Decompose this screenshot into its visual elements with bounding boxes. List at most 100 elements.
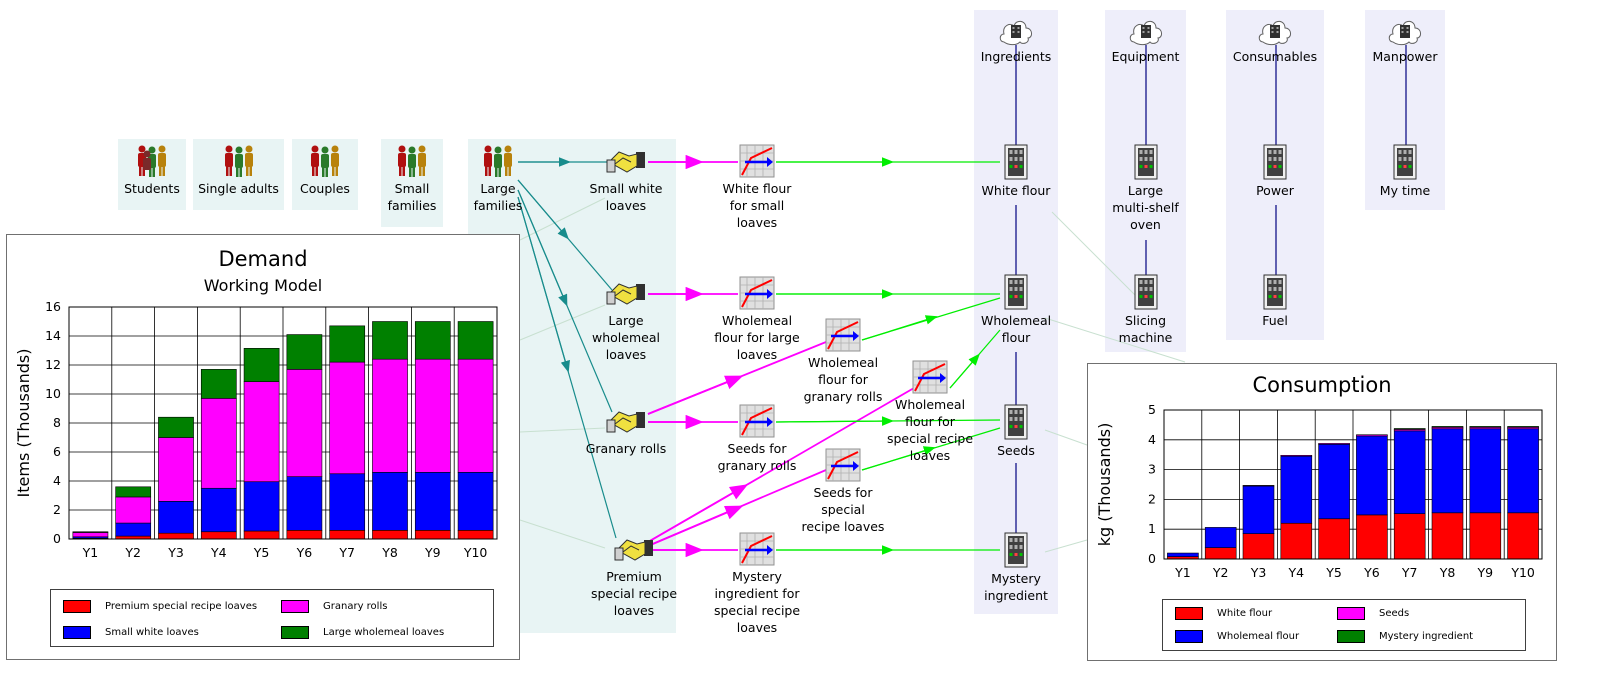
bar-segment (1507, 426, 1539, 428)
recipe-graph-icon (739, 276, 775, 310)
legend-swatch (1175, 630, 1203, 643)
people-group-icon (224, 145, 253, 177)
x-tick-label: Y9 (1477, 565, 1494, 580)
x-tick-label: Y3 (1250, 565, 1267, 580)
product-premium-special-recipe-loaves[interactable]: Premium special recipe loaves (580, 532, 688, 619)
legend-swatch (1337, 607, 1365, 620)
people-group-icon (138, 145, 166, 177)
bar-segment (1393, 428, 1426, 430)
plot-frame (68, 306, 498, 540)
resource-mystery-ingredient[interactable]: Mystery ingredient (974, 532, 1058, 604)
recipe-label: Seeds for granary rolls (717, 441, 797, 473)
bar-segment (200, 398, 237, 489)
x-tick-label: Y9 (424, 545, 441, 560)
segment-couples[interactable]: Couples (292, 144, 358, 197)
bar-segment (158, 416, 194, 438)
group-ingredients[interactable]: Ingredients (974, 16, 1058, 65)
bar-segment (329, 325, 366, 363)
resource-label: Large multi-shelf oven (1112, 183, 1179, 232)
resource-slicing-machine[interactable]: Slicing machine (1105, 274, 1186, 346)
product-granary-rolls[interactable]: Granary rolls (580, 404, 672, 457)
group-equipment[interactable]: Equipment (1105, 16, 1186, 65)
demand-links (517, 157, 617, 539)
x-tick-label: Y4 (1288, 565, 1305, 580)
resource-white-flour[interactable]: White flour (974, 144, 1058, 199)
y-axis-label: Items (Thousands) (14, 349, 33, 498)
resource-cabinet-icon (1004, 404, 1028, 440)
handshake-icon (614, 539, 653, 561)
segment-large-families[interactable]: Large families (468, 144, 528, 214)
legend-item: Small white loaves (63, 626, 199, 639)
legend-item: Mystery ingredient (1337, 630, 1473, 643)
resource-seeds[interactable]: Seeds (974, 404, 1058, 459)
resource-power[interactable]: Power (1226, 144, 1324, 199)
y-tick-label: 4 (1148, 432, 1156, 447)
recipe-seeds-granary-rolls[interactable]: Seeds for granary rolls (710, 404, 804, 474)
resource-large-multi-shelf-oven[interactable]: Large multi-shelf oven (1105, 144, 1186, 233)
bar-segment (1393, 513, 1426, 560)
y-tick-label: 3 (1148, 462, 1156, 477)
bar-segment (457, 530, 494, 540)
x-tick-label: Y2 (124, 545, 141, 560)
segment-single-adults[interactable]: Single adults (193, 144, 284, 197)
legend-label: Small white loaves (105, 627, 199, 638)
bar-segment (1469, 428, 1502, 514)
product-large-wholemeal-loaves[interactable]: Large wholemeal loaves (580, 276, 672, 363)
bar-segment (329, 473, 366, 531)
bar-segment (1431, 512, 1464, 560)
bar-segment (243, 348, 280, 382)
bar-segment (115, 522, 152, 537)
resource-cabinet-icon (1004, 532, 1028, 568)
bar-segment (1356, 435, 1388, 516)
resource-label: White flour (981, 183, 1051, 198)
people-group-icon (398, 145, 426, 177)
chart-title: Consumption (1252, 373, 1392, 397)
bar-segment (1280, 522, 1313, 560)
recipe-graph-icon (912, 360, 948, 394)
recipe-graph-icon (739, 144, 775, 178)
handshake-icon (606, 151, 645, 173)
product-small-white-loaves[interactable]: Small white loaves (580, 144, 672, 214)
recipe-wholemeal-flour-large-loaves[interactable]: Wholemeal flour for large loaves (714, 276, 800, 363)
x-tick-label: Y3 (167, 545, 184, 560)
resource-fuel[interactable]: Fuel (1226, 274, 1324, 329)
bar-segment (158, 437, 194, 502)
resource-cabinet-icon (1004, 274, 1028, 310)
recipe-wholemeal-flour-special-recipe[interactable]: Wholemeal flour for special recipe loave… (886, 360, 974, 464)
y-tick-label: 10 (45, 386, 61, 401)
bar-segment (329, 361, 366, 475)
recipe-graph-icon (739, 404, 775, 438)
y-tick-label: 2 (53, 502, 61, 517)
group-manpower[interactable]: Manpower (1365, 16, 1445, 65)
resource-my-time[interactable]: My time (1365, 144, 1445, 199)
segment-small-families[interactable]: Small families (381, 144, 443, 214)
x-tick-label: Y7 (338, 545, 355, 560)
bar-segment (115, 486, 152, 498)
product-label: Large wholemeal loaves (592, 313, 660, 362)
bar-segment (1318, 443, 1350, 445)
recipe-mystery-ingredient-special-recipe[interactable]: Mystery ingredient for special recipe lo… (710, 532, 804, 636)
bar-segment (1431, 426, 1464, 428)
legend-label: White flour (1217, 608, 1273, 619)
bar-segment (457, 472, 494, 531)
bar-segment (243, 381, 280, 483)
bar-segment (372, 358, 408, 473)
y-tick-label: 6 (53, 444, 61, 459)
y-tick-label: 4 (53, 473, 61, 488)
bar-segment (1242, 533, 1275, 560)
segment-students[interactable]: Students (118, 144, 186, 197)
group-consumables[interactable]: Consumables (1226, 16, 1324, 65)
y-axis-label: kg (Thousands) (1095, 423, 1114, 547)
bar-segment (414, 358, 451, 473)
chart-legend: Premium special recipe loaves Granary ro… (50, 589, 494, 647)
recipe-wholemeal-flour-granary-rolls[interactable]: Wholemeal flour for granary rolls (800, 318, 886, 405)
resource-label: Wholemeal flour (981, 313, 1052, 345)
recipe-white-flour-small-loaves[interactable]: White flour for small loaves (714, 144, 800, 231)
resource-cabinet-icon (1004, 144, 1028, 180)
bar-segment (286, 530, 323, 540)
recipe-seeds-special-recipe[interactable]: Seeds for special recipe loaves (800, 448, 886, 535)
resource-wholemeal-flour[interactable]: Wholemeal flour (974, 274, 1058, 346)
y-tick-label: 8 (53, 415, 61, 430)
